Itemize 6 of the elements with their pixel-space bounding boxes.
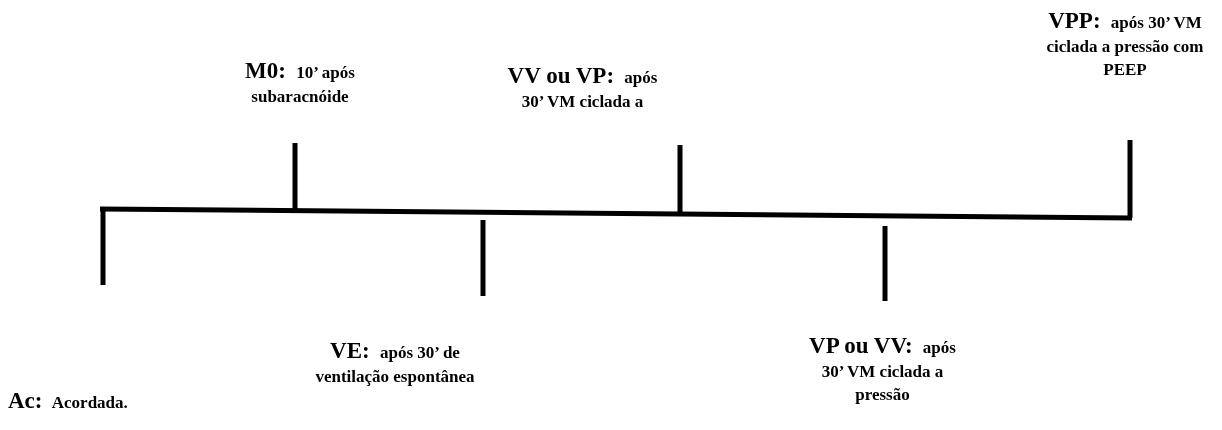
timeline-label: VP ou VV: após 30’ VM ciclada a pressão	[808, 332, 957, 406]
timeline-label: Ac: Acordada.	[8, 387, 129, 415]
timeline-label: VE: após 30’ de ventilação espontânea	[314, 337, 476, 389]
timeline-label: M0: 10’ após subaracnóide	[244, 57, 356, 109]
timeline-label: VPP: após 30’ VM ciclada a pressão com PEEP	[1045, 7, 1205, 81]
timeline-label: VV ou VP: após 30’ VM ciclada a	[506, 62, 659, 114]
